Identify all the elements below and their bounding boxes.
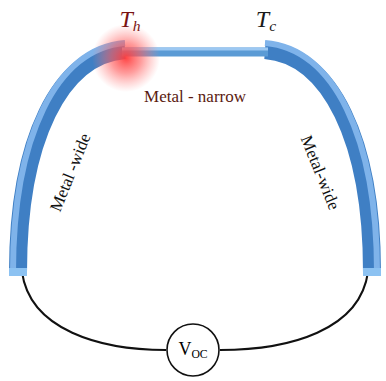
voltage-label: VOC	[178, 339, 207, 361]
wire	[220, 272, 368, 350]
strip-end	[9, 268, 27, 276]
strip-end	[363, 268, 381, 276]
circle-outline	[167, 324, 219, 376]
temperature-label: Tc	[256, 7, 276, 33]
voltmeter-circle: VOC	[166, 323, 220, 377]
strip-highlight	[265, 43, 377, 272]
wide-metal-strip	[265, 50, 372, 272]
hot-spot	[92, 24, 160, 92]
material-label: Metal - narrow	[144, 88, 246, 105]
wire	[22, 272, 166, 350]
material-label: Metal-wide	[297, 132, 342, 211]
material-label: Metal -wide	[47, 131, 94, 214]
temperature-label: Th	[119, 7, 140, 33]
